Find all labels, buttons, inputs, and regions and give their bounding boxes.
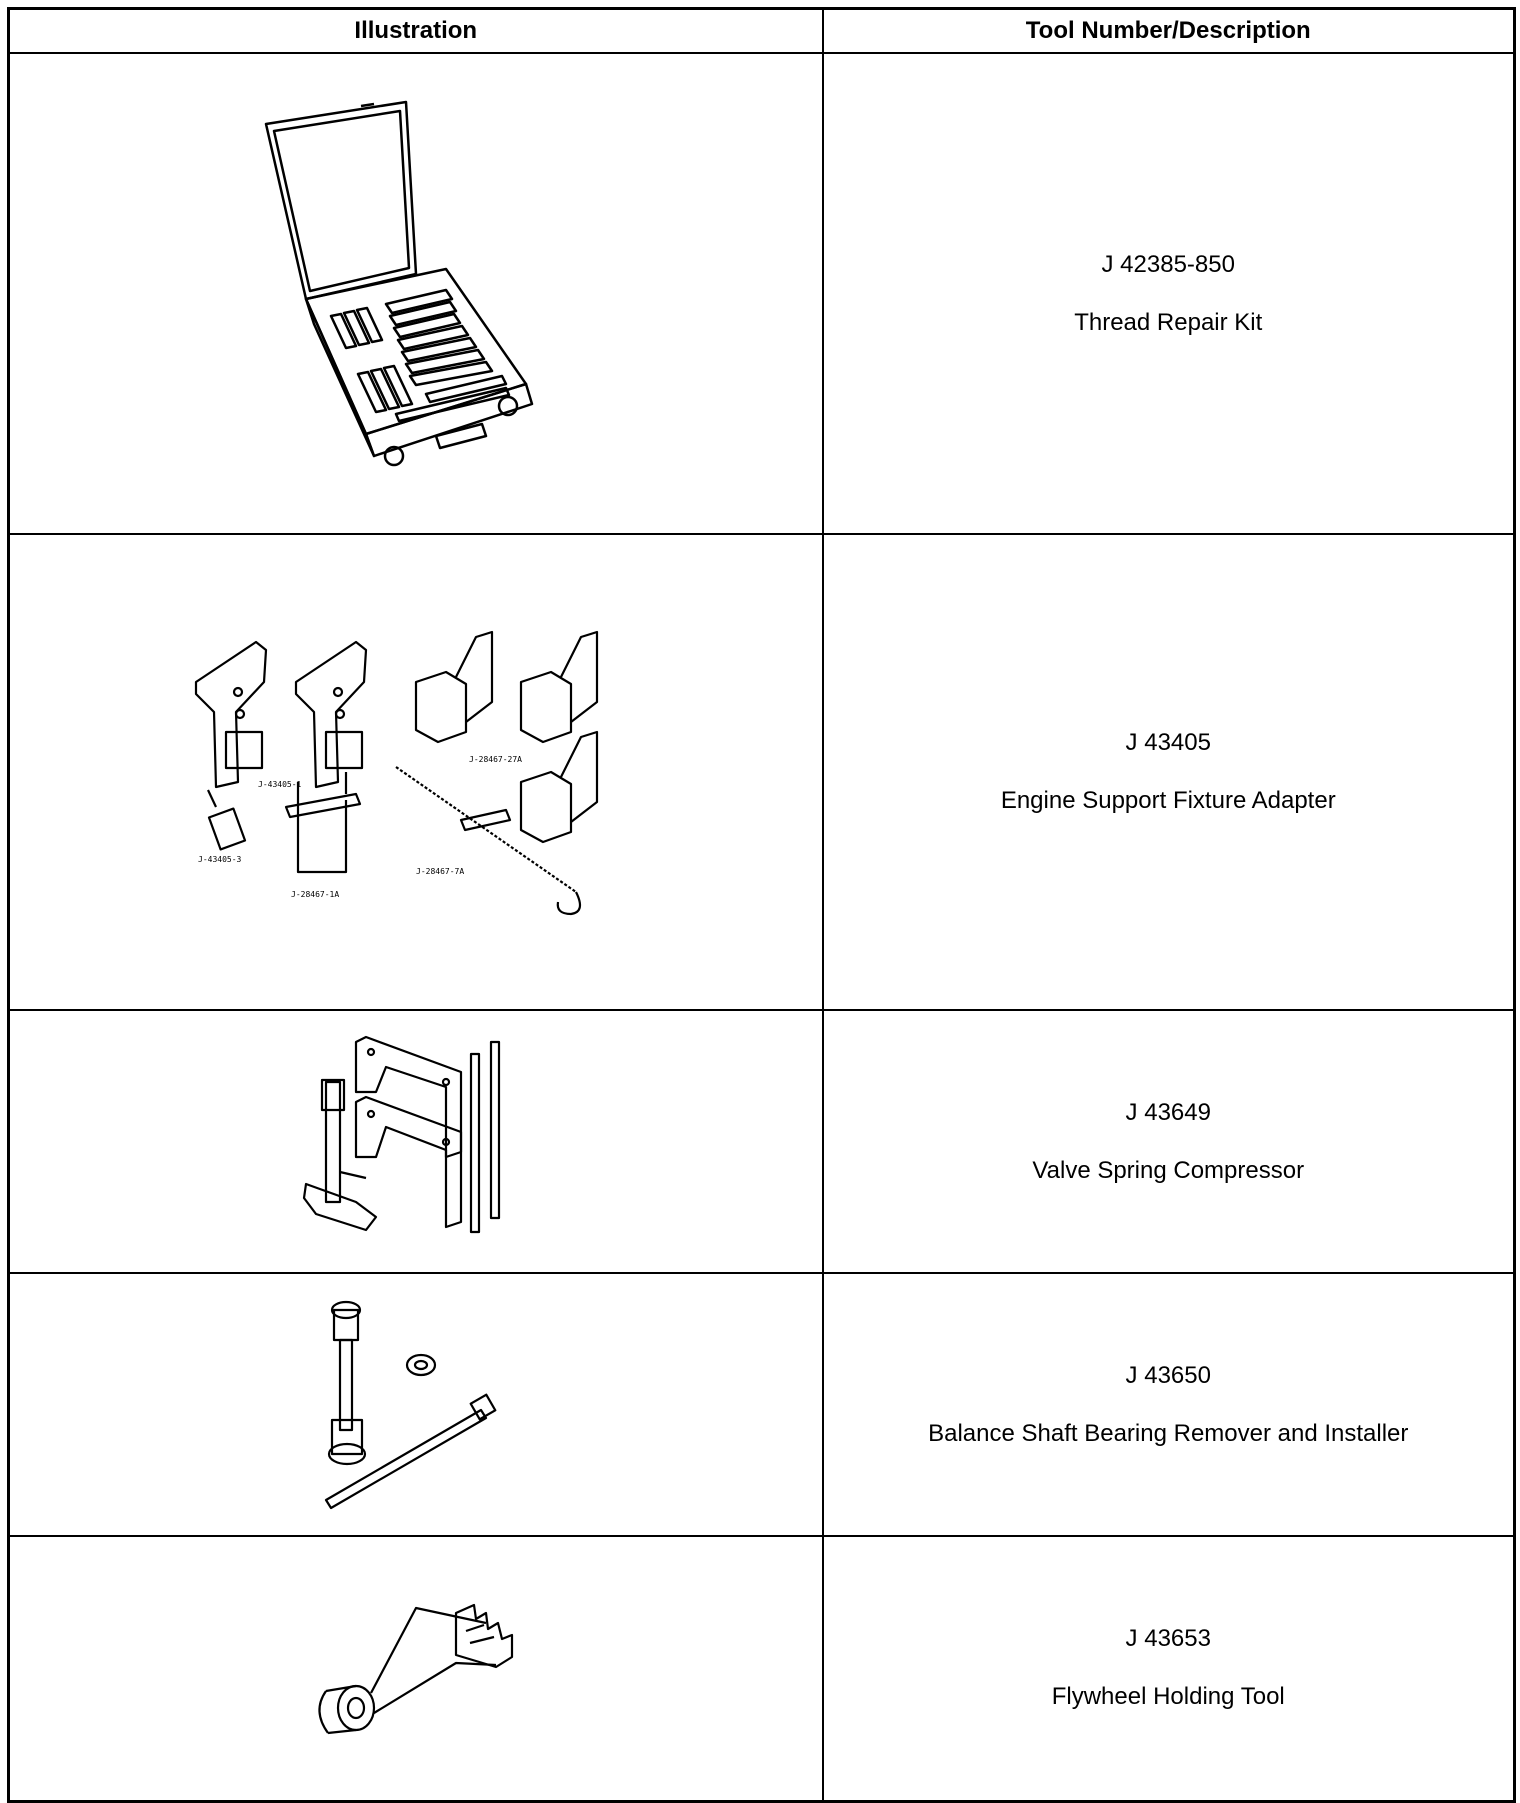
illustration-cell: [7, 1535, 824, 1802]
header-row: Illustration Tool Number/Description: [7, 7, 1516, 54]
table-row: J-43405-1 J-28467-27A J-43405-3 J-28467-…: [7, 533, 1516, 1011]
flywheel-holding-tool-icon: [318, 1604, 513, 1735]
tool-number: J 43653: [1125, 1625, 1211, 1653]
header-illustration: Illustration: [7, 7, 824, 54]
engine-support-fixture-adapter-icon: J-43405-1 J-28467-27A J-43405-3 J-28467-…: [194, 630, 598, 916]
part-label: J-28467-1A: [291, 890, 339, 899]
illustration-cell: [7, 52, 824, 535]
table-row: J 42385-850 Thread Repair Kit: [7, 52, 1516, 535]
tool-description: Flywheel Holding Tool: [1051, 1683, 1285, 1711]
table-row: J 43649 Valve Spring Compressor: [7, 1009, 1516, 1274]
tool-description: Engine Support Fixture Adapter: [1000, 787, 1336, 814]
table-row: J 43653 Flywheel Holding Tool: [7, 1535, 1516, 1802]
tool-description: Thread Repair Kit: [1074, 308, 1263, 336]
tool-number: J 43649: [1125, 1098, 1211, 1126]
thread-repair-kit-case-icon: [264, 100, 533, 466]
illustration-cell: [7, 1272, 824, 1537]
special-tools-table: Illustration Tool Number/Description: [7, 7, 1516, 1803]
part-label: J-28467-7A: [416, 867, 464, 876]
part-label: J-43405-1: [258, 780, 302, 789]
bearing-remover-installer-icon: [324, 1300, 497, 1509]
table-row: J 43650 Balance Shaft Bearing Remover an…: [7, 1272, 1516, 1537]
tool-description: Balance Shaft Bearing Remover and Instal…: [928, 1419, 1409, 1447]
tool-number: J 43650: [1125, 1361, 1211, 1389]
header-tool-description: Tool Number/Description: [821, 7, 1516, 54]
part-label: J-28467-27A: [469, 755, 522, 764]
illustration-cell: J-43405-1 J-28467-27A J-43405-3 J-28467-…: [7, 533, 824, 1011]
description-cell: J 43405 Engine Support Fixture Adapter: [821, 533, 1516, 1011]
description-cell: J 42385-850 Thread Repair Kit: [821, 52, 1516, 535]
description-cell: J 43649 Valve Spring Compressor: [821, 1009, 1516, 1274]
tool-description: Valve Spring Compressor: [1032, 1156, 1305, 1184]
tool-number: J 42385-850: [1101, 250, 1235, 278]
illustration-cell: [7, 1009, 824, 1274]
description-cell: J 43650 Balance Shaft Bearing Remover an…: [821, 1272, 1516, 1537]
valve-spring-compressor-icon: [302, 1035, 500, 1233]
tool-number: J 43405: [1125, 729, 1211, 756]
description-cell: J 43653 Flywheel Holding Tool: [821, 1535, 1516, 1802]
part-label: J-43405-3: [198, 855, 242, 864]
